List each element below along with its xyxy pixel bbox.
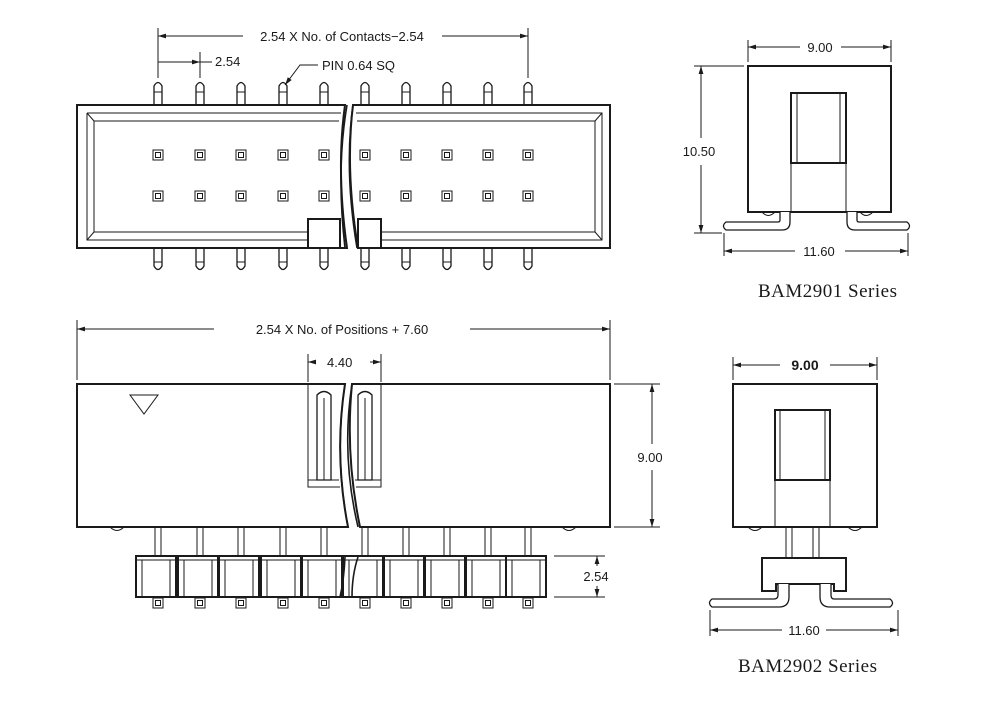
pad-square (235, 597, 247, 609)
side-view-bam2901: 9.00 10.50 11.60 BAM2901 Series (683, 40, 911, 302)
series-label-bam2902: BAM2902 Series (738, 656, 877, 677)
contact-square (277, 190, 289, 202)
front-view: 2.54 X No. of Positions + 7.60 4.40 (76, 320, 663, 609)
smt-foot-right-1 (846, 212, 911, 231)
header-body-left (76, 104, 349, 249)
pin-lead-upper (195, 81, 205, 105)
pin-lead-upper (523, 81, 533, 105)
header-body-right (348, 104, 611, 249)
pin-lead-upper (153, 81, 163, 105)
pad-square (318, 597, 330, 609)
pin-lead-upper (360, 81, 370, 105)
pin-lead-lower (153, 248, 163, 271)
contact-square (482, 190, 494, 202)
contact-square (359, 149, 371, 161)
pin-lead-lower (360, 248, 370, 271)
contact-square (400, 190, 412, 202)
pin-lead-lower (319, 248, 329, 271)
front-pitch-label: 2.54 (583, 569, 608, 584)
series-label-bam2901: BAM2901 Series (758, 281, 897, 302)
contact-square (318, 149, 330, 161)
smt-foot (218, 555, 260, 598)
pad-square (194, 597, 206, 609)
top-pins-upper (153, 81, 533, 105)
side1-height-label: 10.50 (683, 144, 716, 159)
side2-bottom-housing (761, 557, 847, 592)
smt-foot-left-2 (708, 584, 790, 608)
top-pins-lower (153, 248, 533, 271)
pin-lead-lower (278, 248, 288, 271)
smt-foot (465, 555, 507, 598)
smt-foot (505, 555, 547, 598)
contact-square (194, 149, 206, 161)
pin-lead-lower (236, 248, 246, 271)
key-dimension-label: 4.40 (327, 355, 352, 370)
pin-lead-lower (523, 248, 533, 271)
contact-square (235, 149, 247, 161)
top-view: 2.54 X No. of Contacts−2.54 2.54 PIN 0.6… (76, 28, 611, 271)
pad-square (152, 597, 164, 609)
contact-square (194, 190, 206, 202)
contact-square (522, 149, 534, 161)
front-body-left (76, 383, 350, 528)
pad-square (522, 597, 534, 609)
side-view-bam2902: 9.00 11.60 BAM2902 Series (708, 357, 899, 677)
front-height-label: 9.00 (637, 450, 662, 465)
smt-foot-right-2 (819, 584, 894, 608)
polarization-key-right (357, 218, 382, 249)
contact-square (318, 190, 330, 202)
contact-square (441, 190, 453, 202)
contact-square (522, 190, 534, 202)
polarization-key-left (307, 218, 341, 249)
pin-lead-lower (195, 248, 205, 271)
pin-lead-upper (278, 81, 288, 105)
contact-square (235, 190, 247, 202)
front-pins (154, 527, 532, 556)
pin-lead-upper (319, 81, 329, 105)
contact-squares (152, 149, 534, 202)
pin1-triangle-marker (129, 394, 159, 415)
pin-note-label: PIN 0.64 SQ (322, 58, 395, 73)
pin-lead-lower (442, 248, 452, 271)
pin-lead-upper (442, 81, 452, 105)
pin-lead-lower (483, 248, 493, 271)
front-length-label: 2.54 X No. of Positions + 7.60 (256, 322, 428, 337)
side1-foot-label: 11.60 (803, 244, 835, 259)
side2-width-label: 9.00 (791, 357, 818, 373)
pin-lead-upper (236, 81, 246, 105)
side2-foot-label: 11.60 (788, 623, 820, 638)
contact-square (152, 190, 164, 202)
pitch-dimension-label: 2.54 (215, 54, 240, 69)
smt-foot (383, 555, 425, 598)
pin-lead-lower (401, 248, 411, 271)
contact-square (400, 149, 412, 161)
pad-square (277, 597, 289, 609)
contact-square (482, 149, 494, 161)
front-smt-feet (135, 555, 547, 609)
pad-square (482, 597, 494, 609)
smt-foot (260, 555, 302, 598)
contacts-dimension-label: 2.54 X No. of Contacts−2.54 (260, 29, 424, 44)
side1-width-label: 9.00 (807, 40, 832, 55)
pad-square (441, 597, 453, 609)
pin-lead-upper (483, 81, 493, 105)
smt-foot (135, 555, 177, 598)
contact-square (152, 149, 164, 161)
smt-foot-left-1 (722, 212, 791, 231)
pin-lead-upper (401, 81, 411, 105)
pad-square (400, 597, 412, 609)
contact-square (359, 190, 371, 202)
pad-square (359, 597, 371, 609)
contact-square (277, 149, 289, 161)
front-body-right (348, 383, 611, 528)
smt-foot (342, 555, 384, 598)
contact-square (441, 149, 453, 161)
